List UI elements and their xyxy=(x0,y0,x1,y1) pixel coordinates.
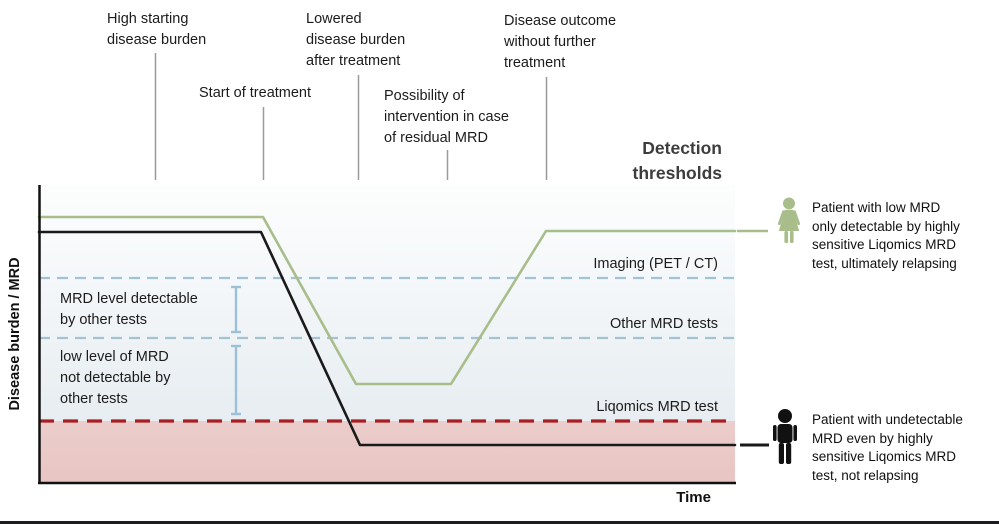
y-axis-label: Disease burden / MRD xyxy=(7,257,23,411)
patient-icon-not-relapsing xyxy=(773,409,797,464)
threshold-label-liqomics: Liqomics MRD test xyxy=(596,399,718,415)
x-axis-label: Time xyxy=(676,489,711,506)
bottom-border xyxy=(0,521,999,524)
plot-background xyxy=(39,185,735,483)
patient-icon-relapsing xyxy=(777,197,801,243)
annotation-start-of-treatment: Start of treatment xyxy=(199,85,312,101)
ibar-detectable-range xyxy=(231,285,241,334)
plot-lines xyxy=(37,215,737,447)
bracket-label-detectable: MRD level detectable by other tests xyxy=(60,291,198,328)
detection-thresholds-heading: Detection thresholds xyxy=(632,138,722,183)
threshold-label-imaging: Imaging (PET / CT) xyxy=(593,256,718,272)
legend-relapsing-text: Patient with low MRD only detectable by … xyxy=(812,200,960,271)
threshold-label-other-mrd: Other MRD tests xyxy=(610,316,718,332)
series-line-0 xyxy=(37,215,737,386)
annotation-possibility-intervention: Possibility of intervention in case of r… xyxy=(384,88,509,146)
bracket-label-low-mrd: low level of MRD not detectable by other… xyxy=(60,349,171,407)
annotation-high-starting-burden: High starting disease burden xyxy=(107,11,207,48)
annotation-disease-outcome: Disease outcome without further treatmen… xyxy=(504,13,617,71)
series-line-1 xyxy=(37,230,737,447)
ibar-low-mrd-range xyxy=(231,344,241,416)
legend-not-relapsing-text: Patient with undetectable MRD even by hi… xyxy=(812,412,963,483)
annotation-lowered-burden: Lowered disease burden after treatment xyxy=(306,11,406,69)
